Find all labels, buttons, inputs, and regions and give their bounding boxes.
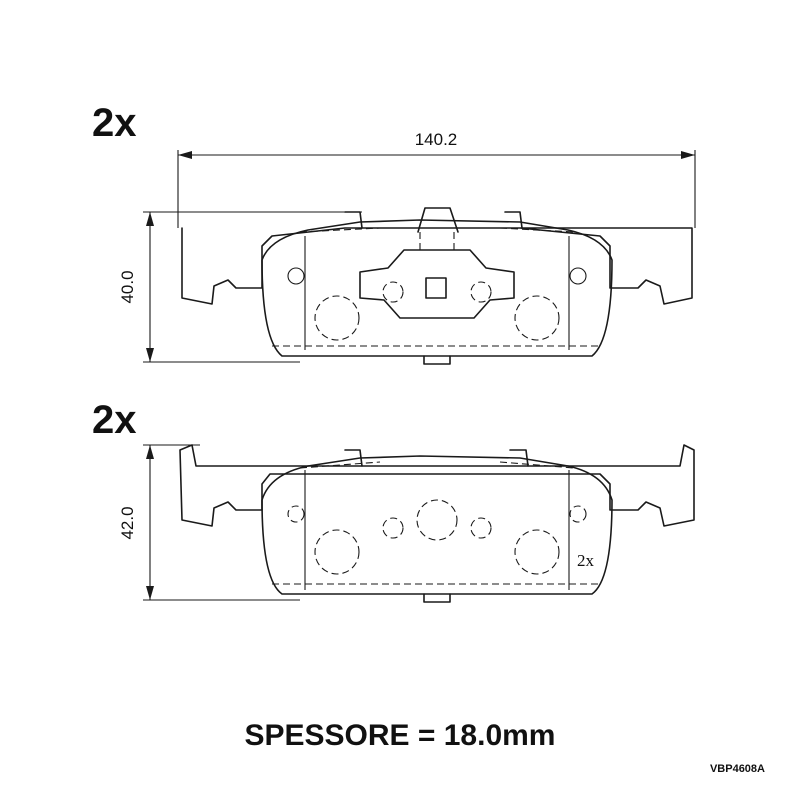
part-code: VBP4608A: [710, 763, 765, 775]
thickness-note: SPESSORE = 18.0mm: [245, 719, 556, 752]
bottom-height-label: 42.0: [118, 506, 137, 539]
hole-quantity-note: 2x: [577, 551, 595, 570]
width-dimension: 140.2: [177, 130, 696, 228]
bottom-pad-quantity: 2x: [92, 398, 137, 442]
top-pad-quantity: 2x: [92, 101, 137, 145]
bottom-height-dimension: 42.0: [118, 444, 300, 601]
bottom-pad: [179, 444, 695, 603]
width-dimension-label: 140.2: [415, 130, 458, 149]
top-height-label: 40.0: [118, 270, 137, 303]
top-height-dimension: 40.0: [118, 211, 362, 363]
top-pad: [181, 207, 693, 365]
